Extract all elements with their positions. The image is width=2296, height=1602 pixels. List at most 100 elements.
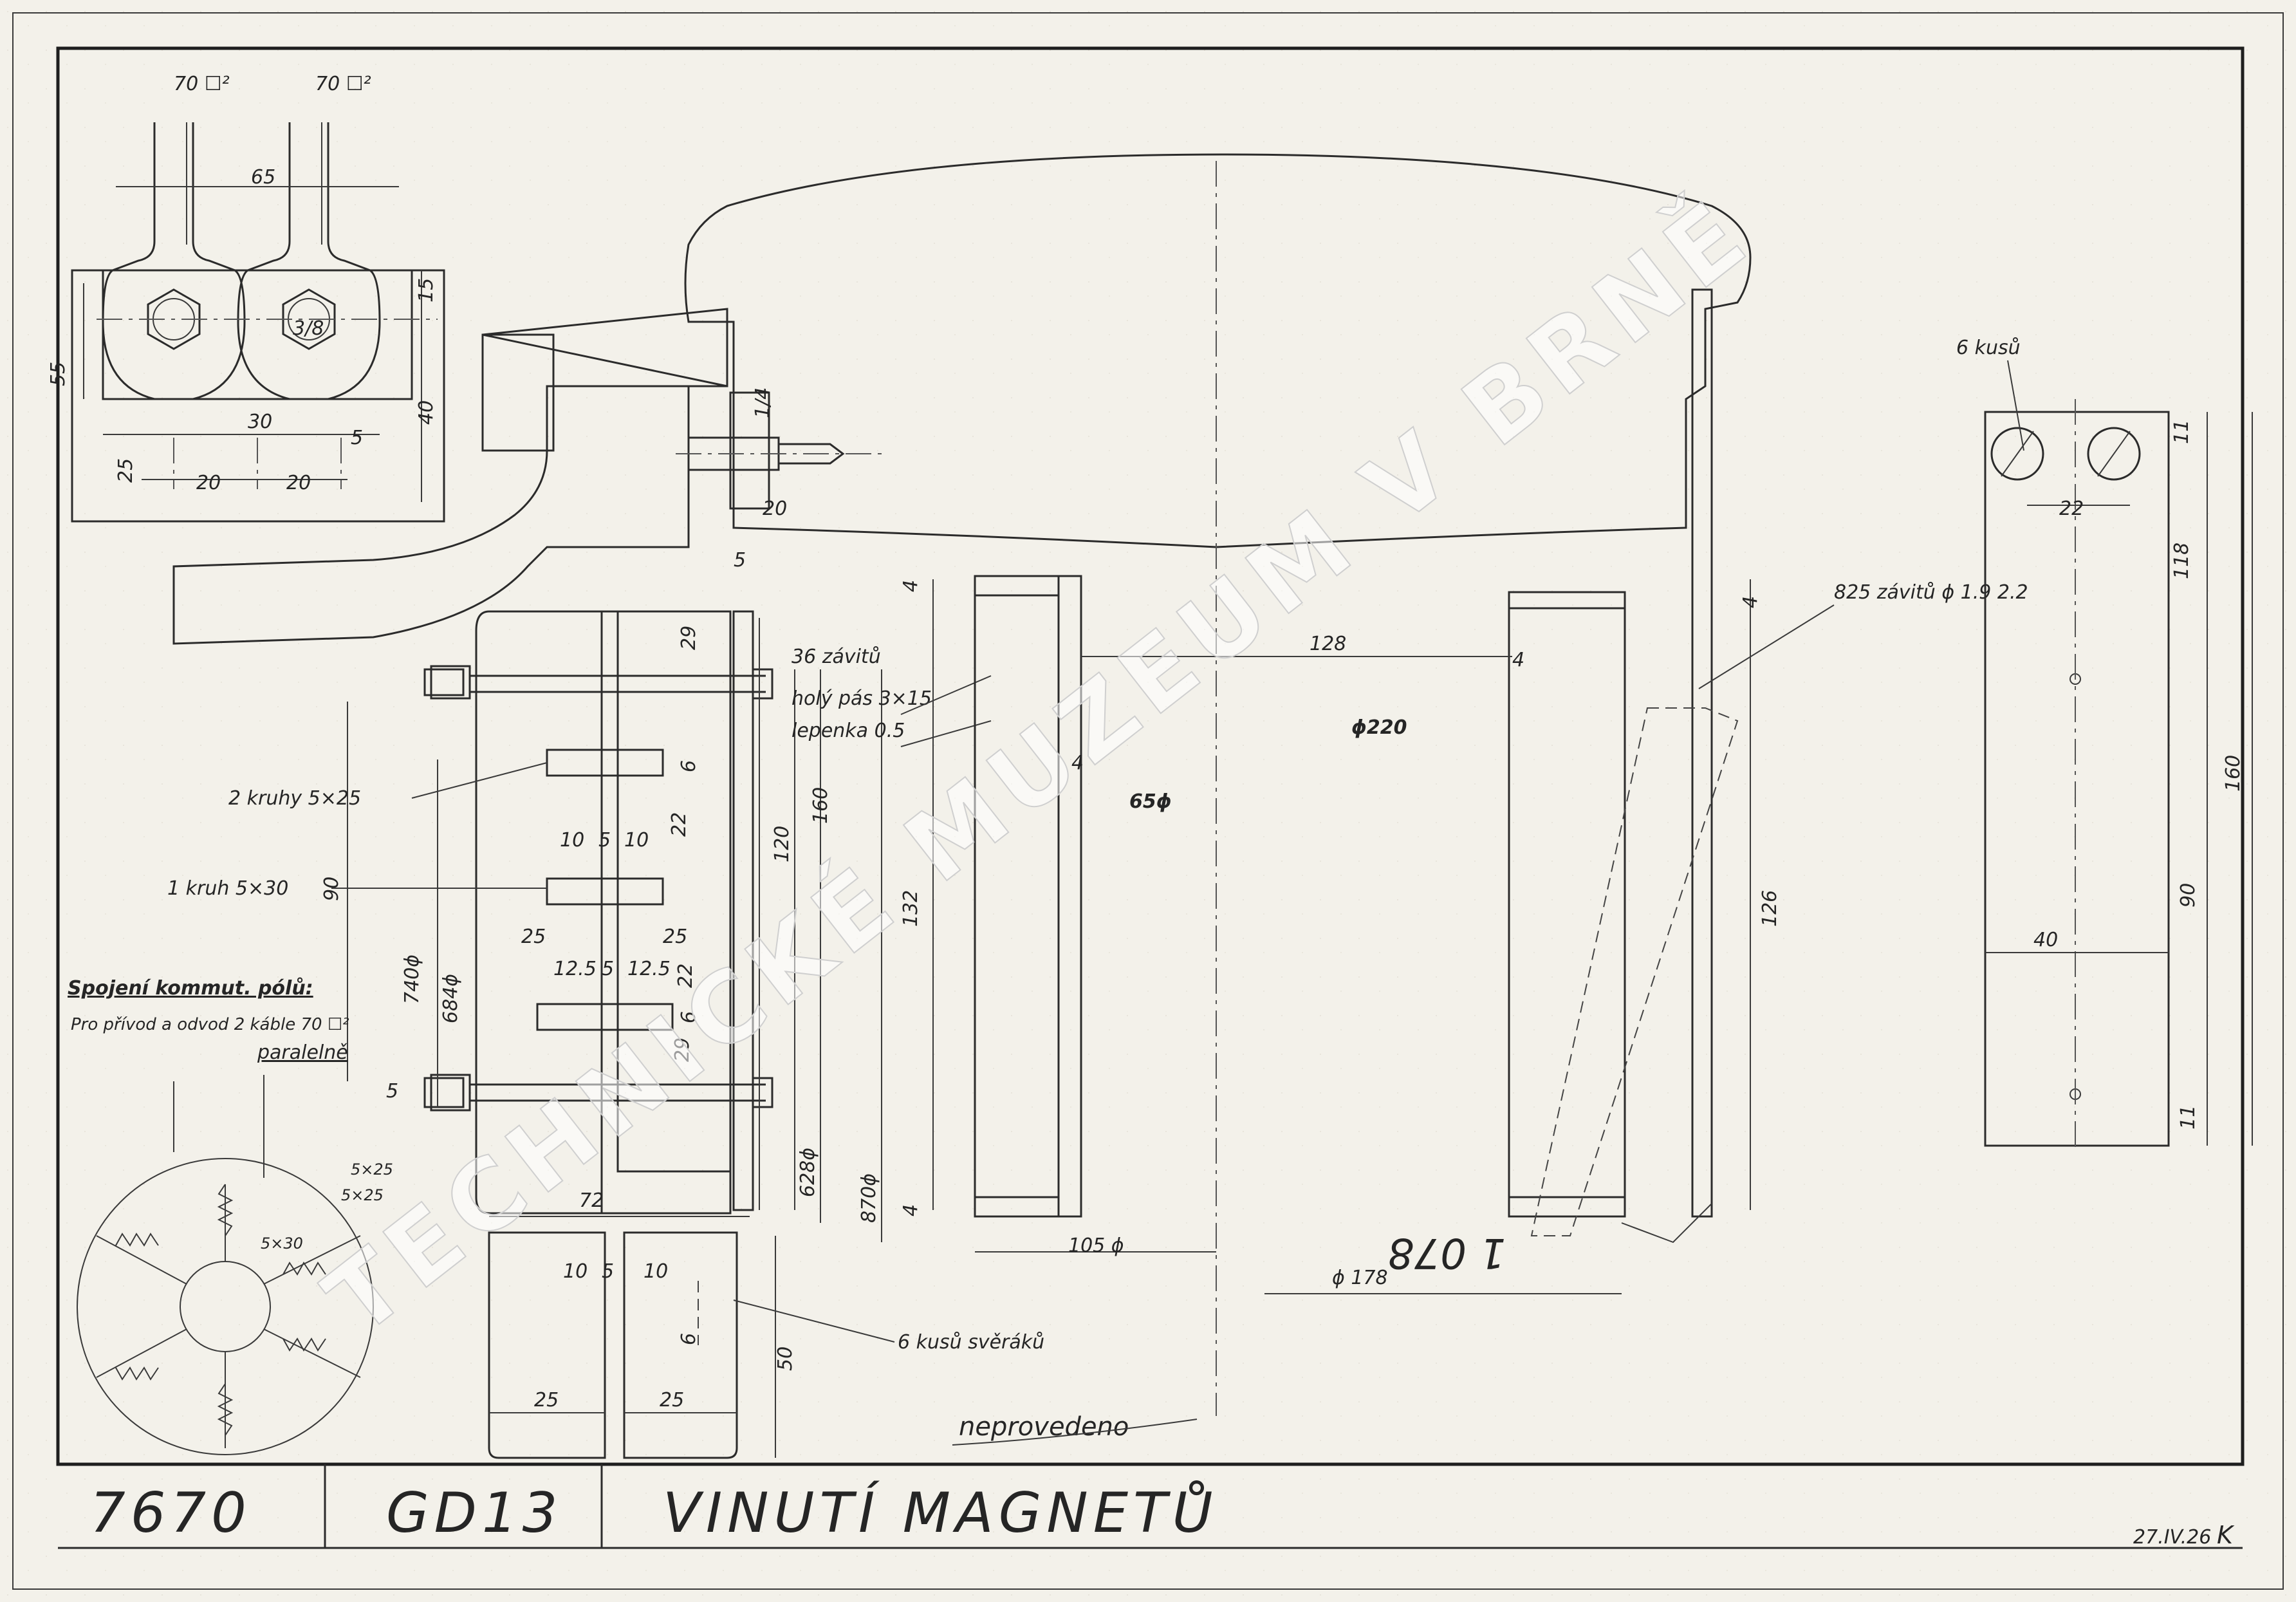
dim-126: 126 [1759,890,1781,927]
dim-r-90: 90 [2177,883,2199,908]
note-clamps: 6 kusů svěráků [898,1331,1044,1354]
dim-4-mid: 4 [1071,752,1084,774]
wiring-coil-top-left [96,1233,187,1285]
bolt-nut-upper-1 [423,668,465,696]
machine-code: GD13 [386,1481,562,1545]
dim-5-a: 5 [598,829,611,852]
dim-29-top: 29 [678,626,700,650]
dim-lug-area-right: 70 ☐² [315,73,371,95]
dim-10-c: 10 [563,1260,588,1283]
screw-tip [779,443,845,465]
frame-flange [481,333,555,452]
dim-740: 740ϕ [401,955,423,1004]
wiring-coil-top-right [263,1235,361,1285]
note-turns-825: 825 závitů ϕ 1.9 2.2 [1834,581,2028,604]
frame-casting [172,308,728,645]
dim-hole-offset: 25 [115,458,137,483]
dim-12-5-right: 12.5 [627,958,671,980]
slot-mark-right [2097,431,2131,477]
dim-25-right: 25 [663,926,687,948]
dim-wiring-a: 5×25 [351,1160,393,1178]
dim-wiring-c: 5×30 [261,1234,303,1253]
coil-inner-block [616,610,732,1173]
dim-12-5-left: 12.5 [553,958,597,980]
pole-core-right [1691,288,1713,1218]
dim-lug-spacing: 65 [251,166,275,189]
dim-128: 128 [1310,633,1346,655]
dim-gap-5: 5 [734,549,746,572]
dim-684: 684ϕ [440,974,462,1023]
wiring-diagram [77,1075,374,1455]
note-connection-title: Spojení kommut. pólů: [68,977,313,1000]
dim-25-clamp-left: 25 [534,1389,559,1411]
dim-50: 50 [774,1346,797,1371]
leader-turns-825 [1698,604,1835,689]
dim-5-bolt: 5 [386,1080,398,1103]
slot-hole-right [2087,427,2141,481]
bolt-boss [729,391,770,510]
bolt-nut-lower-1 [423,1077,465,1108]
drawing-date: 27.IV.26 [2133,1526,2211,1549]
underline-unexecuted [952,1419,1198,1446]
dim-6-b: 6 [678,1011,700,1023]
note-pieces-6: 6 kusů [1956,337,2021,359]
dim-base-width: 30 [248,411,272,433]
note-connection-line1: Pro přívod a odvod 2 káble 70 ☐² [71,1015,349,1034]
dim-4-bottom: 4 [900,1204,922,1216]
wiring-coil-top [217,1184,234,1262]
clamp-right [623,1231,738,1459]
ring-middle [546,877,664,906]
dim-6-top: 6 [678,760,700,772]
wiring-coil-bottom-right [263,1328,361,1378]
dim-r-22: 22 [2059,498,2084,520]
lug-left [102,122,246,400]
dim-r-160: 160 [2222,755,2245,792]
archive-stamp: 1 078 [1388,1229,1506,1276]
dim-r-118: 118 [2171,543,2193,579]
coil-tilted-outline [1530,707,1739,1236]
dim-bolt-dia: 3/8 [293,317,324,340]
dim-72: 72 [579,1189,604,1212]
clamp-detail [488,1231,776,1459]
note-turns-36: 36 závitů [792,646,881,668]
dim-10-a: 10 [560,829,584,852]
dim-10-b: 10 [624,829,649,852]
bolt-nut-lower-2 [430,1074,471,1112]
wiring-coil-bottom-left [96,1328,187,1381]
dim-hole-dia: 5 [351,427,363,449]
dim-gap-20: 20 [763,498,787,520]
dim-22-b: 22 [674,964,697,988]
dim-r-11-bottom: 11 [2177,1105,2199,1130]
dim-105: 105 ϕ [1068,1234,1124,1257]
dim-132: 132 [900,890,922,927]
dim-4-right-top: 4 [1739,596,1762,608]
leader-pressboard [900,720,992,747]
dim-bolt-depth: 1/4 [752,387,774,418]
clamp-plate [1984,411,2170,1147]
slot-mark-left [2001,431,2034,477]
bolt-lower-head [752,1077,773,1108]
dim-220: ϕ220 [1351,716,1407,739]
lug-right [237,122,381,400]
dim-6-c: 6 [678,1333,700,1345]
note-connection-line2: paralelně [257,1041,348,1064]
dim-25-clamp-right: 25 [660,1389,684,1411]
hex-nut-left [147,288,201,350]
bolt-upper-head [752,668,773,700]
dim-lug-area-left: 70 ☐² [174,73,230,95]
dim-5-c: 5 [602,1260,614,1283]
dim-25-left: 25 [521,926,546,948]
dim-hole-right: 20 [286,472,311,494]
field-coil-right-top [1508,591,1626,610]
leader-rings-2 [411,762,548,799]
clamp-left [488,1231,606,1459]
dim-r-11-top: 11 [2171,420,2193,444]
dim-160-mid: 160 [810,787,832,824]
note-copper-strip: holý pás 3×15 [792,687,932,710]
drawing-title: VINUTÍ MAGNETŮ [663,1480,1218,1545]
dim-lug-bottom: 40 [415,400,438,425]
note-pressboard: lepenka 0.5 [792,720,905,742]
bolt-nut-upper-2 [430,665,471,700]
note-unexecuted: neprovedeno [959,1412,1129,1442]
